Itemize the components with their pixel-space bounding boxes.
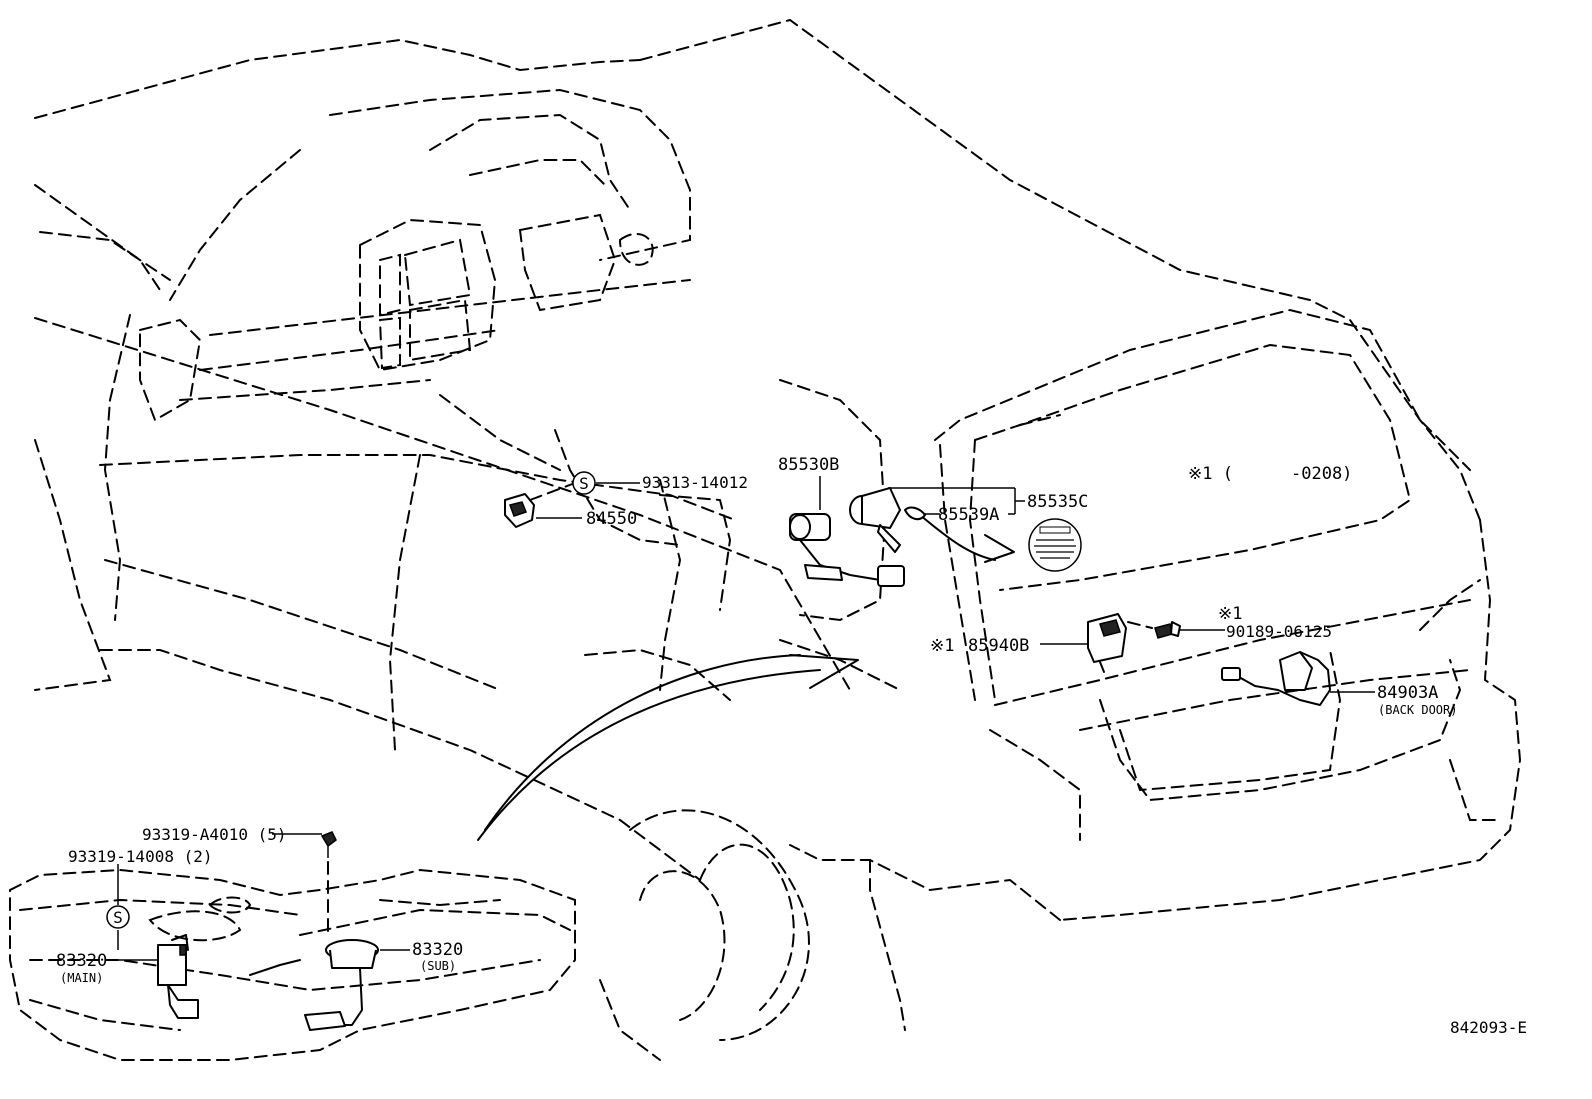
svg-text:S: S xyxy=(579,474,589,493)
harness-84903a-part xyxy=(1221,651,1331,706)
callout-83320-sub: 83320 xyxy=(412,940,463,960)
screw-90189-part xyxy=(1127,621,1181,639)
callout-84903a-note: (BACK DOOR) xyxy=(1378,703,1457,717)
vehicle-body-outline xyxy=(34,18,1522,1061)
lamp-85535c-part xyxy=(849,487,926,553)
callout-84903a: 84903A xyxy=(1377,683,1438,703)
flow-arrows xyxy=(477,514,1015,841)
fuel-sender-sub-part xyxy=(249,939,379,1031)
callout-90189-06125: 90189-06125 xyxy=(1226,622,1332,641)
callout-93313-14012: 93313-14012 xyxy=(642,473,748,492)
callout-84550: 84550 xyxy=(586,509,637,529)
callout-90189-mark: ※1 xyxy=(1218,604,1242,624)
footnote-mark: ※1 ( xyxy=(1188,464,1233,484)
footnote-range: -0208) xyxy=(1291,464,1352,484)
callout-83320-sub-note: (SUB) xyxy=(420,959,456,973)
circled-s-symbol-upper: S xyxy=(572,471,596,495)
fuel-sender-main-part xyxy=(157,934,199,1019)
drawing-id: 842093-E xyxy=(1450,1018,1527,1037)
leader-lines xyxy=(117,482,1375,961)
caution-label-disc xyxy=(1028,518,1082,572)
callout-93319-14008: 93319-14008 (2) xyxy=(68,847,213,866)
fuel-tank-assembly xyxy=(9,868,576,1061)
callout-85940b-mark: ※1 xyxy=(930,636,954,656)
callout-83320-main-note: (MAIN) xyxy=(60,971,103,985)
screw-93319-a4010-part xyxy=(320,831,337,939)
socket-85530b-part xyxy=(789,476,905,587)
relay-85940b-part xyxy=(1087,613,1127,673)
circled-s-symbol-lower: S xyxy=(106,905,130,929)
callout-85530b: 85530B xyxy=(778,455,839,475)
callout-85539a: 85539A xyxy=(938,505,999,525)
callout-93319-a4010: 93319-A4010 (5) xyxy=(142,825,287,844)
callout-83320-main: 83320 xyxy=(56,951,107,971)
svg-text:S: S xyxy=(113,908,123,927)
callout-85535c: 85535C xyxy=(1027,492,1088,512)
switch-84550-part xyxy=(504,482,576,528)
callout-85940b: 85940B xyxy=(968,636,1029,656)
